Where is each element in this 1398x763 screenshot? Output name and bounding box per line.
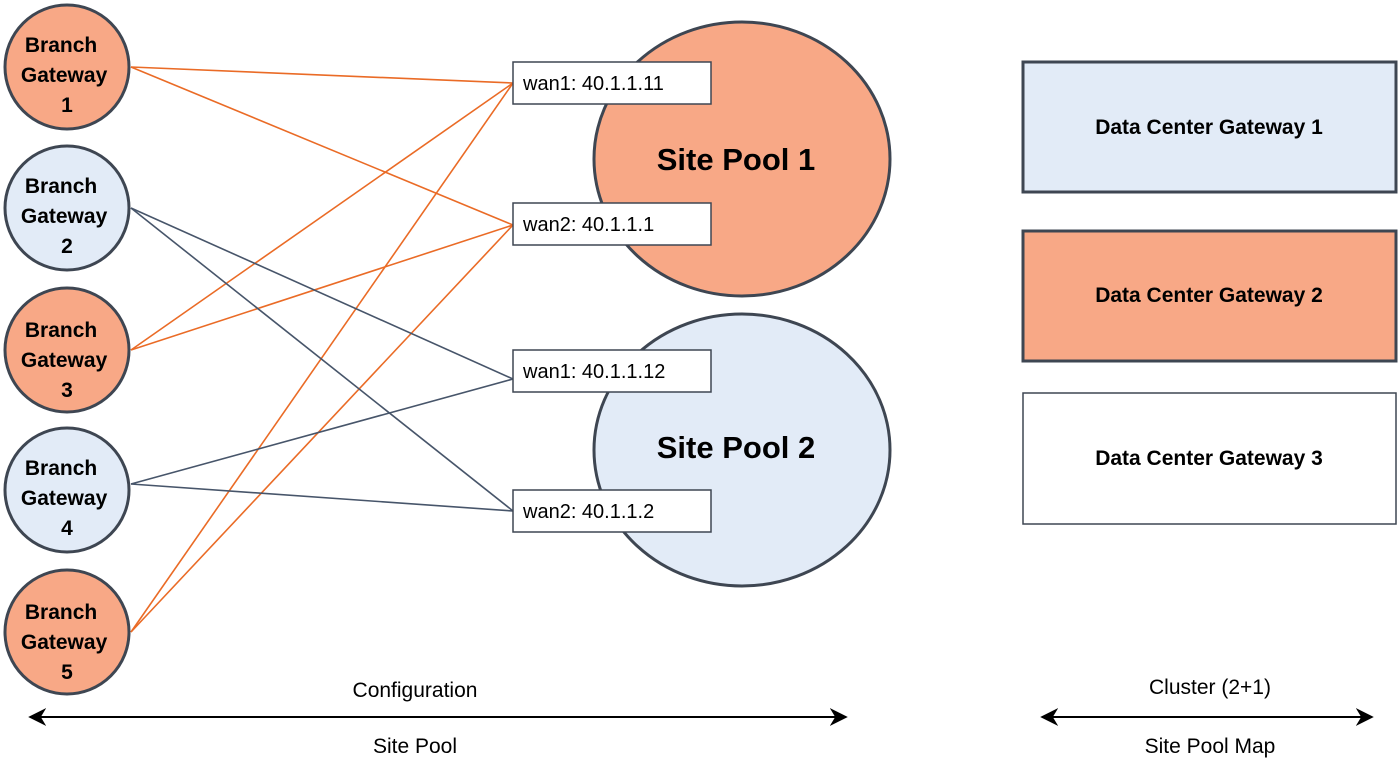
branch-gateway-label: Branch Gateway 4 (21, 457, 113, 540)
connection-bg1-w1 (130, 66, 514, 84)
connection-bg2-w4 (130, 207, 514, 512)
site-pool-2-label: Site Pool 2 (657, 430, 815, 465)
wan-label-wan2-pool1[interactable]: wan2: 40.1.1.1 (512, 202, 712, 246)
data-center-gateway-label: Data Center Gateway 2 (1095, 284, 1323, 307)
branch-gateway-2[interactable]: Branch Gateway 2 (3, 144, 131, 272)
wan-label-text: wan1: 40.1.1.11 (522, 73, 664, 95)
wan-label-wan1-pool1[interactable]: wan1: 40.1.1.11 (512, 61, 712, 105)
branch-gateway-3[interactable]: Branch Gateway 3 (3, 286, 131, 414)
data-center-gateway-2[interactable]: Data Center Gateway 2 (1021, 229, 1398, 363)
branch-gateway-4[interactable]: Branch Gateway 4 (3, 426, 131, 554)
site-pool-1-label: Site Pool 1 (657, 142, 815, 177)
branch-gateway-5[interactable]: Branch Gateway 5 (3, 568, 131, 696)
wan-label-text: wan1: 40.1.1.12 (522, 361, 665, 383)
data-center-gateway-label: Data Center Gateway 1 (1095, 116, 1323, 139)
connection-bg5-w2 (130, 224, 514, 633)
data-center-gateway-1[interactable]: Data Center Gateway 1 (1021, 60, 1398, 194)
wan-label-text: wan2: 40.1.1.1 (522, 214, 654, 236)
site-pool-map-caption: Site Pool Map (1145, 735, 1276, 758)
connection-bg3-w2 (130, 224, 514, 351)
wan-label-wan2-pool2[interactable]: wan2: 40.1.1.2 (512, 489, 712, 533)
connection-bg3-w1 (130, 82, 514, 351)
connection-bg2-w3 (130, 207, 514, 380)
branch-gateway-label: Branch Gateway 3 (21, 319, 113, 402)
site-pool-caption: Site Pool (373, 735, 457, 758)
connection-bg4-w4 (130, 483, 514, 512)
wan-label-text: wan2: 40.1.1.2 (522, 501, 654, 523)
cluster-caption: Cluster (2+1) (1149, 676, 1271, 699)
connection-bg5-w1 (130, 82, 514, 633)
connection-bg4-w3 (130, 378, 514, 485)
connection-lines (130, 66, 514, 633)
data-center-gateway-3[interactable]: Data Center Gateway 3 (1022, 392, 1397, 525)
branch-gateway-1[interactable]: Branch Gateway 1 (3, 3, 131, 131)
configuration-caption: Configuration (353, 679, 478, 702)
branch-gateway-label: Branch Gateway 5 (21, 601, 113, 684)
branch-gateway-label: Branch Gateway 1 (21, 34, 113, 117)
wan-label-wan1-pool2[interactable]: wan1: 40.1.1.12 (512, 349, 712, 393)
data-center-gateway-label: Data Center Gateway 3 (1095, 447, 1323, 470)
branch-gateway-label: Branch Gateway 2 (21, 175, 113, 258)
connection-bg1-w2 (130, 66, 514, 226)
